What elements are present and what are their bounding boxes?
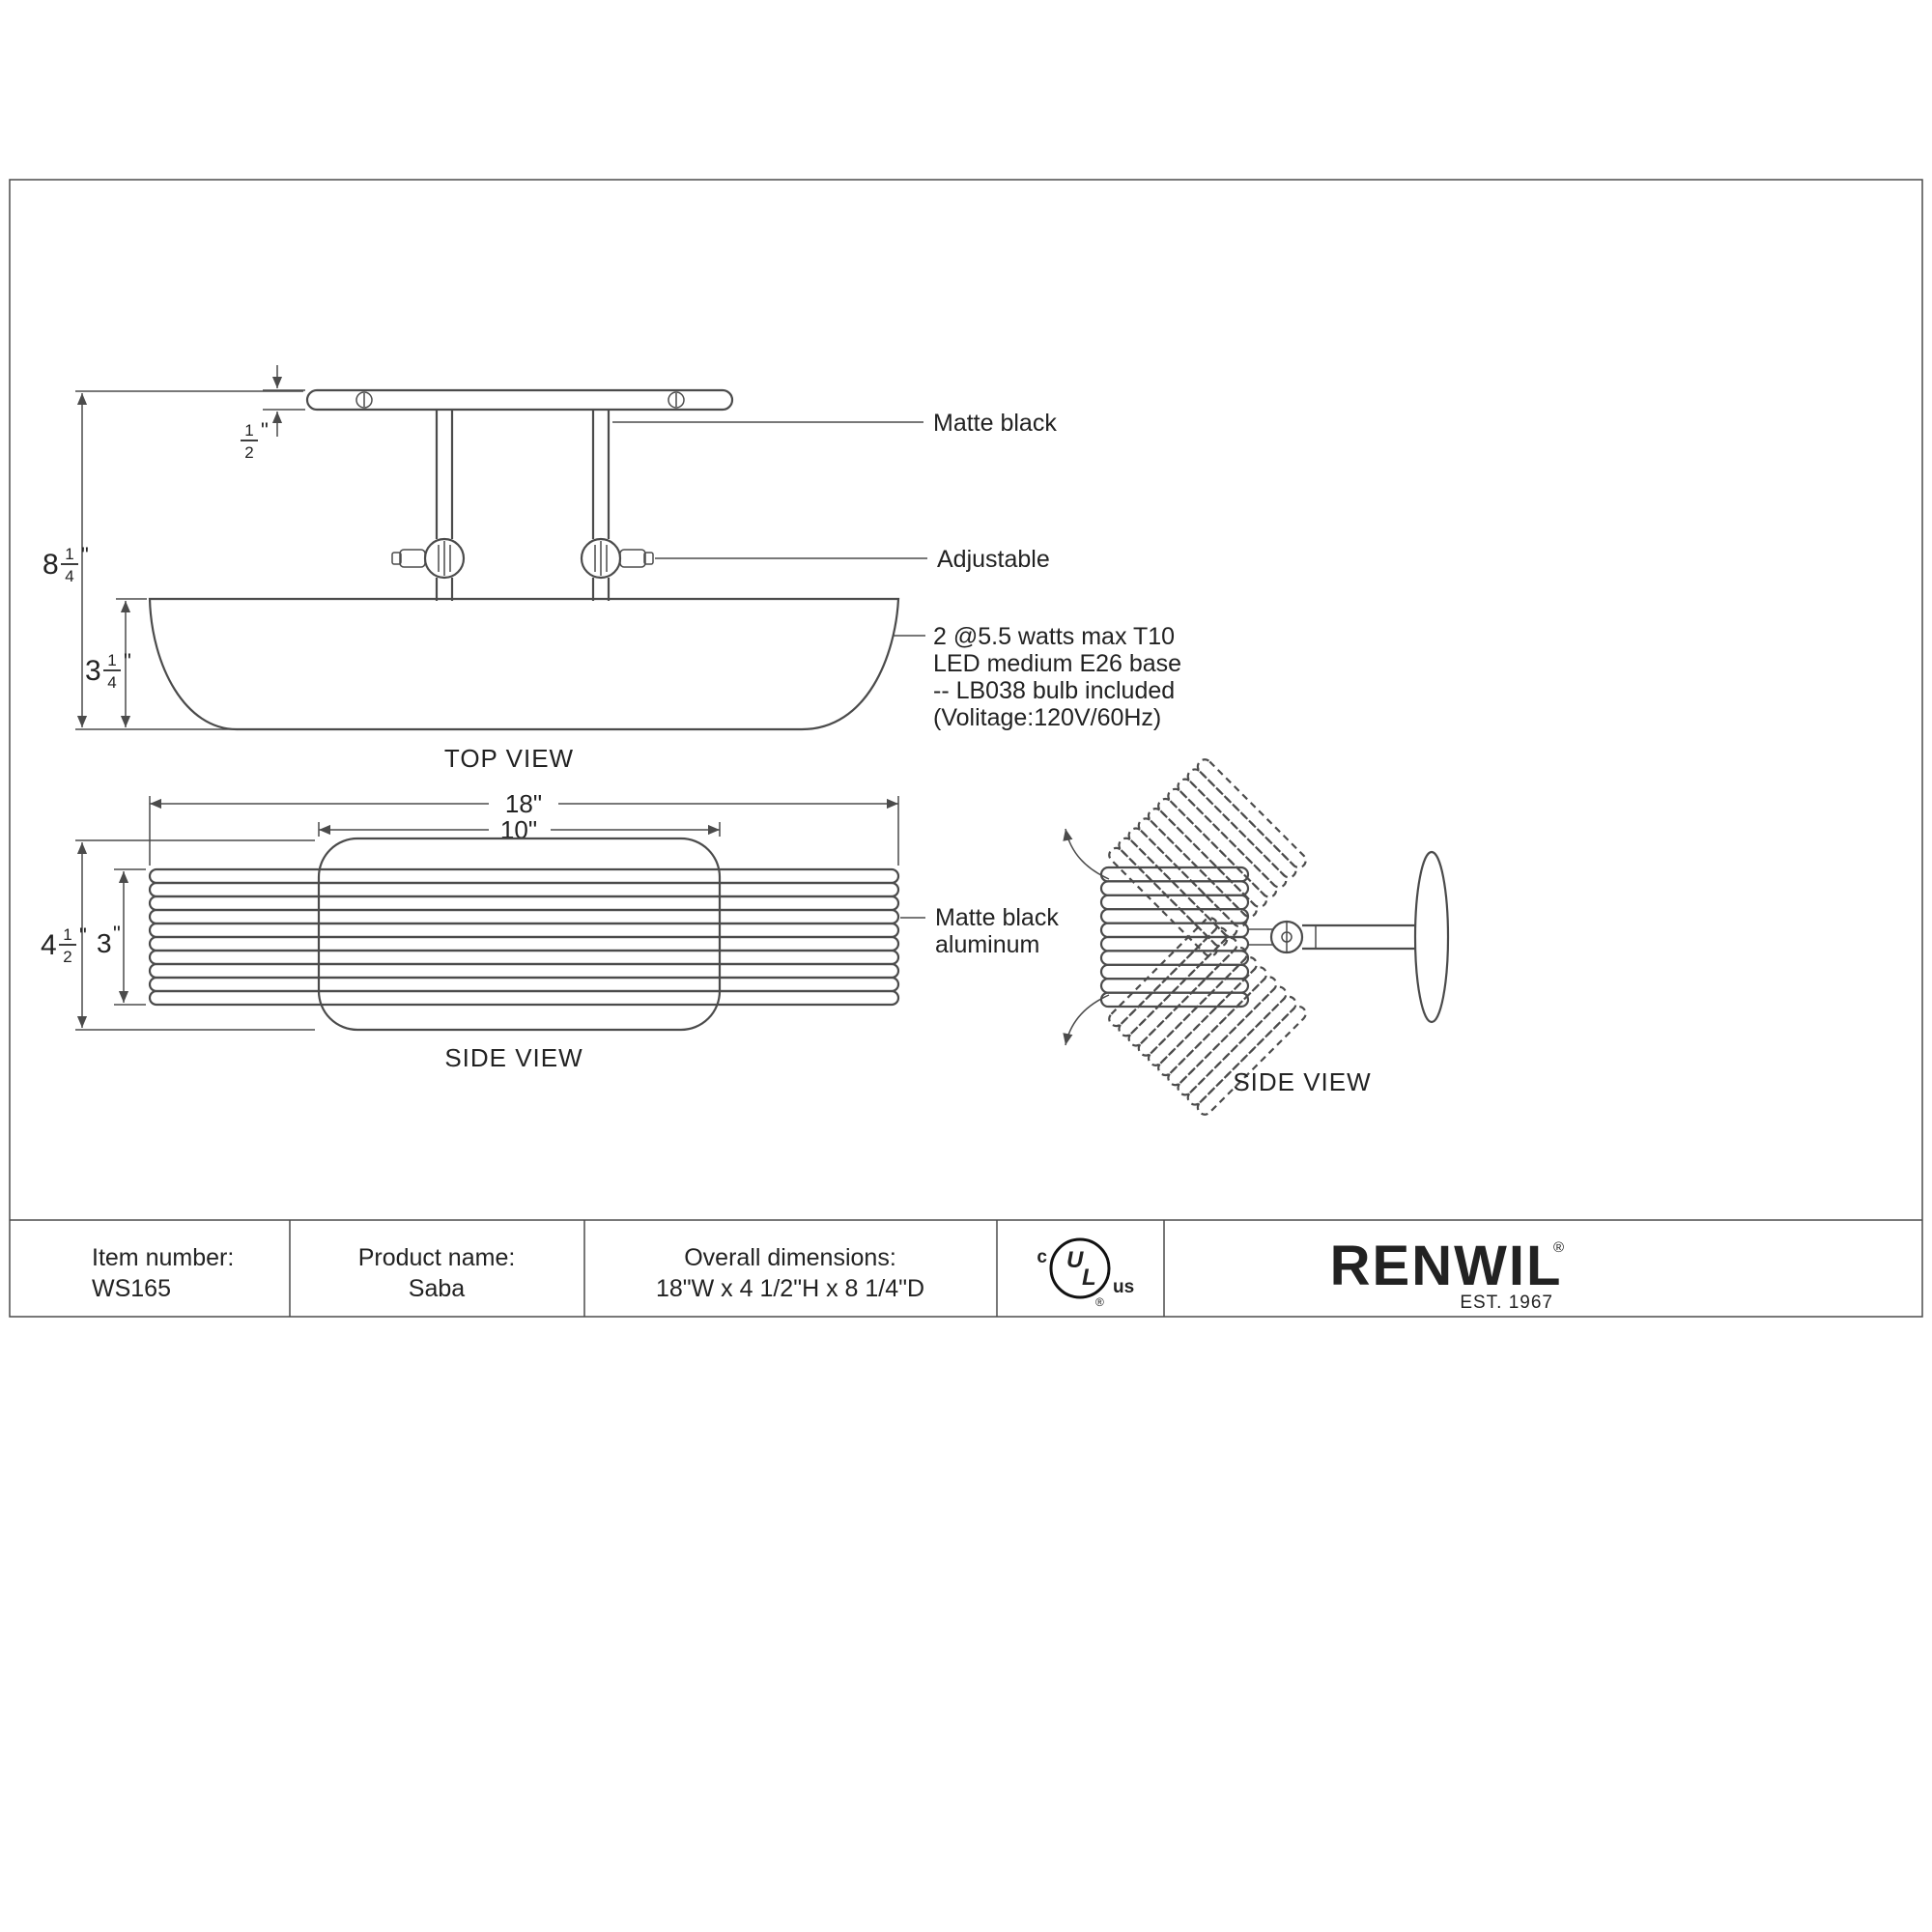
dim-plate-offset-den: 2 (244, 443, 253, 462)
leader-material: Matte black aluminum (900, 904, 1059, 958)
backplate-outline (317, 837, 722, 1032)
title-block-overall-dims: Overall dimensions: 18"W x 4 1/2"H x 8 1… (656, 1244, 924, 1302)
item-number-value: WS165 (92, 1275, 171, 1302)
product-name-label: Product name: (358, 1244, 516, 1271)
brand-logo: RENWIL ® EST. 1967 (1330, 1235, 1564, 1313)
left-adjuster-knob (391, 537, 466, 580)
dim-plate-offset: 1 2 " (241, 365, 305, 462)
dim-shade-depth-den: 4 (107, 673, 116, 692)
dim-shade-height-whole: 3 (97, 928, 112, 958)
label-bulb-line1: 2 @5.5 watts max T10 (933, 623, 1175, 650)
dim-overall-height-whole: 4 (41, 929, 57, 961)
dim-plate-offset-num: 1 (244, 421, 253, 440)
title-block: Item number: WS165 Product name: Saba Ov… (10, 1219, 1922, 1317)
ul-c-text: c (1037, 1247, 1047, 1267)
dim-overall-width-value: 18" (505, 789, 542, 818)
dim-shade-depth-whole: 3 (85, 655, 101, 687)
drawing-frame (9, 179, 1923, 1318)
ul-listed-mark-icon: c U L us ® (1037, 1237, 1134, 1309)
dim-overall-height: 4 1 2 " (41, 839, 315, 1031)
rotation-view: SIDE VIEW (1063, 755, 1450, 1119)
title-block-item-number: Item number: WS165 (92, 1244, 234, 1302)
brand-established: EST. 1967 (1460, 1293, 1553, 1313)
label-bulb-line3: -- LB038 bulb included (933, 677, 1175, 704)
dim-overall-height-num: 1 (63, 925, 71, 944)
shade-outline (148, 597, 900, 731)
product-name-value: Saba (409, 1275, 465, 1302)
ul-reg-mark: ® (1095, 1295, 1104, 1309)
right-adjuster-knob (580, 537, 654, 580)
dim-plate-offset-unit: " (261, 418, 269, 442)
dim-overall-depth-den: 4 (65, 567, 73, 585)
dim-overall-depth-whole: 8 (43, 549, 59, 581)
dim-shade-height: 3 " (97, 868, 146, 1006)
label-bulb-line4: (Volitage:120V/60Hz) (933, 704, 1161, 731)
rotate-down-arrow-icon (1063, 994, 1110, 1046)
screw-left (355, 391, 373, 409)
mounting-arm (1302, 923, 1416, 951)
leader-adjustable: Adjustable (655, 546, 1050, 573)
ul-u-text: U (1066, 1247, 1084, 1273)
label-bulb-line2: LED medium E26 base (933, 650, 1181, 677)
item-number-label: Item number: (92, 1244, 234, 1271)
caption-top-view: TOP VIEW (444, 744, 574, 773)
shade-slats (148, 867, 900, 1007)
label-material-line1: Matte black (935, 904, 1059, 931)
dim-overall-depth: 8 1 4 " (43, 390, 303, 730)
title-block-product-name: Product name: Saba (358, 1244, 516, 1302)
dim-overall-depth-num: 1 (65, 545, 73, 563)
brand-reg-mark: ® (1553, 1239, 1564, 1256)
dim-overall-width: 18" (149, 789, 899, 866)
overall-dims-value: 18"W x 4 1/2"H x 8 1/4"D (656, 1275, 924, 1302)
caption-rotation-view: SIDE VIEW (1233, 1067, 1371, 1096)
leader-matte-black: Matte black (612, 410, 1057, 437)
pivot-joint (1248, 920, 1304, 954)
screw-right (668, 391, 685, 409)
right-stem (591, 410, 611, 601)
dim-shade-height-unit: " (113, 922, 121, 946)
dim-shade-depth-unit: " (124, 649, 131, 673)
dim-overall-height-den: 2 (63, 948, 71, 966)
caption-side-view: SIDE VIEW (444, 1043, 582, 1072)
label-matte-black: Matte black (933, 410, 1057, 437)
dim-overall-depth-unit: " (81, 543, 89, 567)
label-adjustable: Adjustable (937, 546, 1050, 573)
label-material-line2: aluminum (935, 931, 1039, 958)
dim-shade-depth: 3 1 4 " (85, 598, 147, 727)
left-stem (435, 410, 454, 601)
rotation-shade-dashed-up (1105, 755, 1310, 960)
top-view: 1 2 " 8 1 4 " 3 1 4 " M (43, 365, 1181, 773)
mounting-plate (305, 388, 734, 412)
dim-shade-depth-num: 1 (107, 651, 116, 669)
wall-canopy (1413, 850, 1450, 1024)
side-view: 18" 10" 4 (41, 789, 1059, 1072)
leader-bulb-spec: 2 @5.5 watts max T10 LED medium E26 base… (894, 623, 1181, 731)
dim-overall-height-unit: " (79, 923, 87, 948)
dim-backplate-width: 10" (318, 815, 721, 844)
dim-backplate-width-value: 10" (500, 815, 537, 844)
ul-us-text: us (1113, 1277, 1134, 1297)
overall-dims-label: Overall dimensions: (684, 1244, 896, 1271)
rotate-up-arrow-icon (1063, 828, 1110, 880)
brand-name: RENWIL (1330, 1235, 1563, 1297)
ul-l-text: L (1082, 1264, 1096, 1291)
